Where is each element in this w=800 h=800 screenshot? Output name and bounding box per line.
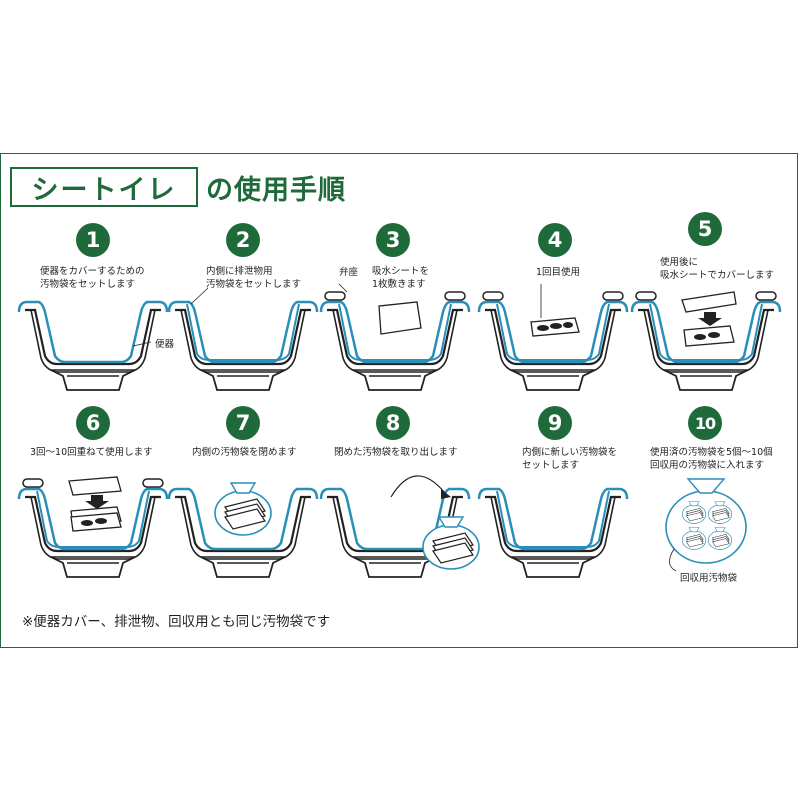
step-5-number: 5 <box>688 212 722 246</box>
step-1-number: 1 <box>76 223 110 257</box>
step-3-seat-label: 弁座 <box>339 267 359 278</box>
step-1-text: 便器をカバーするための 汚物袋をセットします <box>40 266 145 290</box>
step-9-illustration <box>477 487 629 579</box>
step-10-number: 10 <box>688 406 722 440</box>
footnote: ※便器カバー、排泄物、回収用とも同じ汚物袋です <box>22 614 331 630</box>
step-4-number: 4 <box>538 223 572 257</box>
step-9-number: 9 <box>538 406 572 440</box>
step-6-number: 6 <box>76 406 110 440</box>
step-6-text: 3回～10回重ねて使用します <box>30 447 153 458</box>
step-2-illustration <box>167 287 319 392</box>
step-10-text: 使用済の汚物袋を5個～10個 回収用の汚物袋に入れます <box>650 447 773 471</box>
step-2-number: 2 <box>226 223 260 257</box>
step-8-number: 8 <box>376 406 410 440</box>
step-10-illustration <box>665 478 747 572</box>
step-7-illustration <box>167 483 319 579</box>
step-5-text: 使用後に 吸水シートでカバーします <box>660 257 775 281</box>
step-4-illustration <box>477 284 629 392</box>
step-6-illustration <box>17 476 169 579</box>
step-7-text: 内側の汚物袋を閉めます <box>192 447 297 458</box>
step-8-illustration <box>319 475 479 579</box>
step-3-text: 吸水シートを 1枚敷きます <box>372 266 430 290</box>
step-3-number: 3 <box>376 223 410 257</box>
step-4-text: 1回目使用 <box>536 267 581 278</box>
step-7-number: 7 <box>226 406 260 440</box>
step-5-illustration <box>630 291 782 392</box>
step-9-text: 内側に新しい汚物袋を セットします <box>522 447 618 471</box>
step-1-illustration <box>17 300 169 392</box>
instruction-frame <box>0 153 798 648</box>
step-1-toilet-label: 便器 <box>153 338 177 351</box>
step-2-text: 内側に排泄物用 汚物袋をセットします <box>206 266 302 290</box>
step-10-collection-bag-label: 回収用汚物袋 <box>680 573 738 584</box>
product-name-box: シートイレ <box>10 167 198 207</box>
step-8-text: 閉めた汚物袋を取り出します <box>334 447 458 458</box>
page-title: の使用手順 <box>206 174 346 206</box>
step-3-illustration <box>319 283 471 392</box>
